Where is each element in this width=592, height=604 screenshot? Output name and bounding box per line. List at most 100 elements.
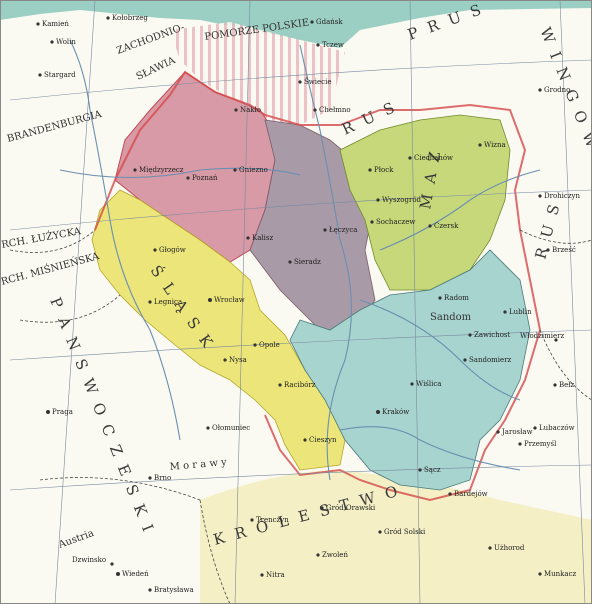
borders (9, 229, 592, 604)
svg-text:Chełmno: Chełmno (319, 106, 351, 114)
svg-text:Wrocław: Wrocław (214, 296, 245, 304)
city-grod-orawski: Gród Orawski (320, 504, 376, 512)
city-sandomierz: Sandomierz (463, 356, 512, 364)
svg-text:Brześć: Brześć (552, 246, 576, 254)
svg-text:Sochaczew: Sochaczew (376, 218, 415, 226)
svg-text:Kalisz: Kalisz (252, 234, 273, 242)
city-labels: Kołobrzeg Wolin Kamień Stargard Gdańsk T… (36, 14, 580, 594)
city-nysa: Nysa (223, 356, 247, 364)
svg-text:Kraków: Kraków (382, 408, 409, 416)
city-wlodzimierz: Włodzimierz (520, 332, 564, 342)
city-dzwinsko: Dzwinsko (72, 556, 114, 566)
svg-text:Gród Orawski: Gród Orawski (326, 504, 376, 512)
svg-text:Wiedeń: Wiedeń (122, 570, 149, 578)
svg-text:Praga: Praga (52, 408, 73, 416)
svg-text:Tczew: Tczew (322, 41, 344, 49)
city-uzhorod: Użhorod (488, 544, 525, 552)
city-kamien: Kamień (36, 20, 69, 28)
svg-text:Wolin: Wolin (56, 38, 76, 46)
city-kalisz: Kalisz (246, 234, 273, 242)
city-olomuniec: Ołomuniec (206, 424, 250, 432)
city-munkacz: Munkacz (538, 570, 577, 578)
city-glogow: Głogów (153, 246, 186, 254)
svg-text:Świecie: Świecie (304, 77, 331, 86)
coordinate-grid (9, 0, 592, 604)
svg-text:Gród Solski: Gród Solski (384, 528, 426, 536)
city-przemysl: Przemyśl (518, 440, 557, 448)
city-grod-solski: Gród Solski (378, 528, 426, 536)
mountains-area (200, 470, 592, 604)
svg-text:Kołobrzeg: Kołobrzeg (112, 14, 148, 22)
city-sieradz: Sieradz (288, 258, 321, 266)
svg-text:Lublin: Lublin (509, 308, 532, 316)
svg-text:Drohiczyn: Drohiczyn (544, 192, 580, 200)
svg-text:Stargard: Stargard (44, 71, 76, 79)
city-wolin: Wolin (50, 38, 76, 46)
city-wyszogrod: Wyszogród (376, 196, 422, 204)
svg-text:Poznań: Poznań (192, 174, 218, 182)
city-kolobrzeg: Kołobrzeg (106, 14, 148, 22)
city-trenczyn: Trenczyn (250, 516, 289, 524)
region-label-sandomierz: Sandom (430, 312, 472, 323)
svg-text:Wizna: Wizna (484, 141, 506, 149)
svg-text:Bratysława: Bratysława (154, 586, 194, 594)
svg-text:Opole: Opole (259, 341, 280, 349)
svg-text:Wyszogród: Wyszogród (382, 196, 422, 204)
svg-text:Lubaczów: Lubaczów (539, 424, 575, 432)
city-nitra: Nitra (260, 571, 285, 579)
svg-text:Trenczyn: Trenczyn (256, 516, 289, 524)
city-wizna: Wizna (478, 141, 506, 149)
svg-text:Radom: Radom (444, 294, 469, 302)
city-praga: Praga (46, 408, 73, 416)
svg-text:Gniezno: Gniezno (239, 166, 268, 174)
city-bardejow: Bardejów (448, 490, 488, 498)
city-belz: Bełz (553, 381, 575, 389)
svg-text:Wiślica: Wiślica (416, 380, 441, 388)
city-gdansk: Gdańsk (310, 18, 343, 26)
svg-text:Nysa: Nysa (229, 356, 247, 364)
city-lubaczow: Lubaczów (533, 424, 575, 432)
city-krakow: Kraków (376, 408, 409, 416)
slask-region (91, 189, 346, 471)
svg-text:Płock: Płock (374, 166, 394, 174)
city-lublin: Lublin (503, 308, 532, 316)
city-miedzyrzecz: Międzyrzecz (133, 166, 184, 174)
svg-text:Munkacz: Munkacz (544, 570, 577, 578)
city-zawichost: Zawichost (468, 331, 511, 339)
svg-text:Międzyrzecz: Międzyrzecz (139, 166, 184, 174)
city-legnica: Legnica (148, 298, 182, 306)
svg-text:Nakło: Nakło (240, 106, 261, 114)
svg-text:Nitra: Nitra (266, 571, 285, 579)
city-ciechanow: Ciechanów (408, 154, 453, 162)
city-jaroslaw: Jarosław (496, 428, 533, 436)
rivers (59, 39, 541, 481)
svg-text:Grodno: Grodno (544, 86, 570, 94)
city-czersk: Czersk (428, 222, 459, 230)
city-gniezno: Gniezno (233, 166, 268, 174)
svg-text:Legnica: Legnica (154, 298, 182, 306)
city-stargard: Stargard (38, 71, 76, 79)
svg-text:Dzwinsko: Dzwinsko (72, 556, 106, 564)
city-wroclaw: Wrocław (208, 296, 245, 304)
malopolska-region (289, 249, 531, 491)
city-sacz: Sącz (418, 466, 441, 474)
region-label-morawy: M o r a w y (169, 457, 227, 473)
svg-text:Sieradz: Sieradz (294, 258, 321, 266)
svg-text:Cieszyn: Cieszyn (309, 436, 337, 444)
city-leczyca: Łęczyca (323, 226, 357, 234)
city-radom: Radom (438, 294, 469, 302)
svg-text:Brno: Brno (154, 474, 171, 482)
city-brzesc: Brześć (546, 246, 576, 254)
svg-text:Łęczyca: Łęczyca (329, 226, 357, 234)
svg-text:Bardejów: Bardejów (454, 490, 488, 498)
city-raciborz: Racibórz (278, 381, 316, 389)
svg-text:Użhorod: Użhorod (494, 544, 525, 552)
polish-frontier-line (94, 70, 542, 502)
svg-text:Racibórz: Racibórz (284, 381, 316, 389)
svg-text:Ciechanów: Ciechanów (414, 154, 453, 162)
city-tczew: Tczew (316, 41, 344, 49)
svg-text:Sącz: Sącz (424, 466, 441, 474)
mazowsze-region (339, 114, 511, 291)
baltic-sea (0, 0, 592, 48)
